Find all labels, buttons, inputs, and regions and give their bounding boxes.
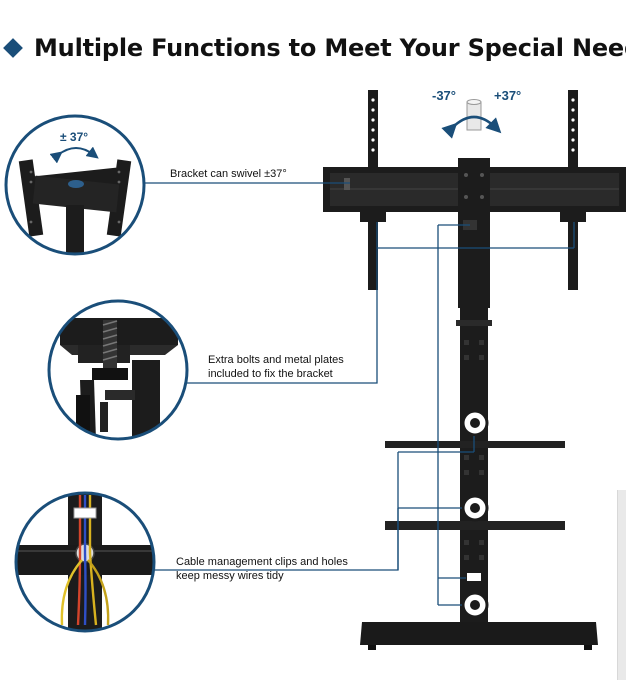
callout-lines xyxy=(144,182,575,606)
bolts-detail-circle xyxy=(47,299,189,441)
page-title: Multiple Functions to Meet Your Special … xyxy=(34,34,626,62)
swivel-callout-text: Bracket can swivel ±37° xyxy=(170,168,287,180)
right-angle-label: +37° xyxy=(494,88,522,103)
cables-callout-line2: keep messy wires tidy xyxy=(176,570,284,582)
cable-detail-circle xyxy=(14,491,156,633)
swivel-callout: Bracket can swivel ±37° xyxy=(170,167,287,181)
bolts-callout-line1: Extra bolts and metal plates xyxy=(208,354,344,366)
tv-stand xyxy=(323,90,626,650)
bolts-callout-line2: included to fix the bracket xyxy=(208,368,333,380)
cables-callout: Cable management clips and holes keep me… xyxy=(176,555,348,583)
page-edge-strip xyxy=(617,490,626,680)
header: Multiple Functions to Meet Your Special … xyxy=(0,30,626,66)
swivel-icon xyxy=(441,99,502,139)
cables-callout-line1: Cable management clips and holes xyxy=(176,556,348,568)
circle-angle-label: ± 37° xyxy=(60,130,89,144)
bolts-callout: Extra bolts and metal plates included to… xyxy=(208,353,344,381)
left-angle-label: -37° xyxy=(432,88,456,103)
cable-hole-icon xyxy=(461,409,489,619)
swivel-detail-circle xyxy=(4,114,146,256)
